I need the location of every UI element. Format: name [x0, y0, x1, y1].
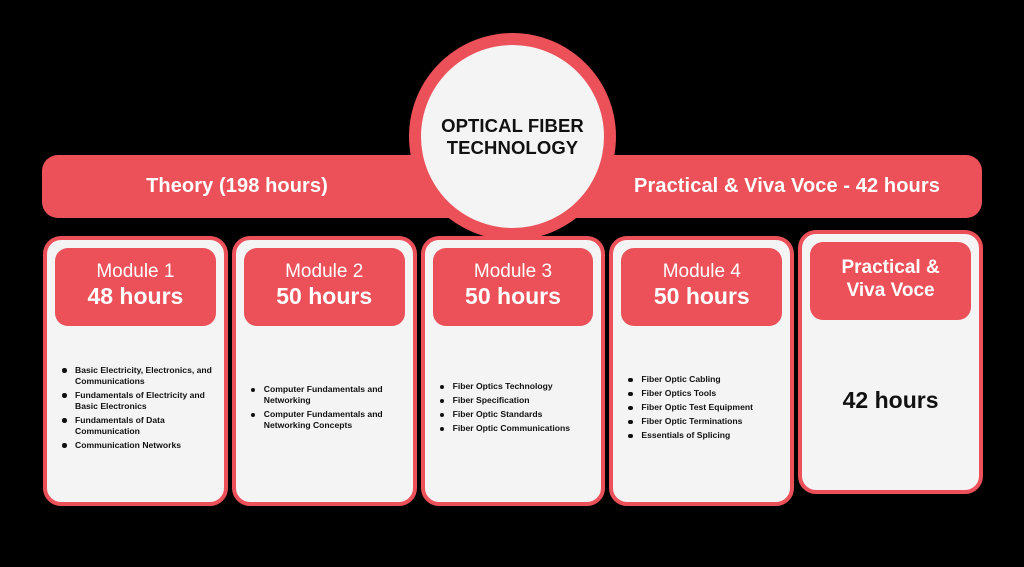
practical-viva-card-name-line1: Practical &: [841, 257, 940, 279]
list-item: Fundamentals of Electricity and Basic El…: [61, 390, 214, 412]
module-card-3-name: Module 3: [473, 261, 553, 283]
list-item: Fiber Specification: [439, 395, 592, 406]
module-card-3-hours: 50 hours: [465, 283, 561, 310]
central-topic-circle: OPTICAL FIBER TECHNOLOGY: [409, 33, 616, 240]
central-topic-title-line1: OPTICAL FIBER: [441, 114, 584, 136]
list-item: Fiber Optics Tools: [627, 388, 780, 399]
list-item: Fiber Optic Cabling: [627, 374, 780, 385]
list-item: Fiber Optic Standards: [439, 409, 592, 420]
central-topic-title: OPTICAL FIBER TECHNOLOGY: [431, 115, 594, 159]
list-item: Basic Electricity, Electronics, and Comm…: [61, 365, 214, 387]
list-item: Computer Fundamentals and Networking: [250, 384, 403, 406]
list-item: Fiber Optic Test Equipment: [627, 402, 780, 413]
module-card-4-header: Module 4 50 hours: [621, 248, 783, 326]
module-card-4-body: Fiber Optic Cabling Fiber Optics Tools F…: [621, 326, 782, 492]
list-item: Fiber Optic Communications: [439, 423, 592, 434]
module-card-1: Module 1 48 hours Basic Electricity, Ele…: [43, 236, 228, 506]
banner-practical-label: Practical & Viva Voce - 42 hours: [634, 175, 940, 197]
list-item: Fundamentals of Data Communication: [61, 415, 214, 437]
module-card-2-hours: 50 hours: [276, 283, 373, 310]
practical-viva-card-name-line2: Viva Voce: [846, 280, 935, 301]
list-item: Fiber Optic Terminations: [627, 416, 780, 427]
practical-viva-card: Practical & Viva Voce 42 hours: [798, 230, 983, 494]
module-card-4-hours: 50 hours: [653, 283, 750, 310]
module-card-4: Module 4 50 hours Fiber Optic Cabling Fi…: [609, 236, 795, 506]
module-card-3-topic-list: Fiber Optics Technology Fiber Specificat…: [435, 381, 592, 437]
practical-viva-card-header: Practical & Viva Voce: [810, 242, 971, 320]
module-card-3: Module 3 50 hours Fiber Optics Technolog…: [420, 236, 606, 506]
list-item: Communication Networks: [61, 440, 214, 451]
module-card-3-body: Fiber Optics Technology Fiber Specificat…: [433, 326, 594, 492]
module-card-3-header: Module 3 50 hours: [432, 248, 594, 326]
module-card-4-topic-list: Fiber Optic Cabling Fiber Optics Tools F…: [623, 374, 780, 444]
list-item: Fiber Optics Technology: [439, 381, 592, 392]
module-card-2-topic-list: Computer Fundamentals and Networking Com…: [246, 384, 403, 434]
module-card-1-header: Module 1 48 hours: [55, 248, 216, 326]
module-card-2-header: Module 2 50 hours: [243, 248, 405, 326]
module-card-2-body: Computer Fundamentals and Networking Com…: [244, 326, 405, 492]
practical-viva-hours: 42 hours: [842, 386, 939, 413]
module-card-1-topic-list: Basic Electricity, Electronics, and Comm…: [57, 365, 214, 454]
list-item: Computer Fundamentals and Networking Con…: [250, 409, 403, 431]
banner-theory-label: Theory (198 hours): [146, 175, 328, 197]
module-card-2: Module 2 50 hours Computer Fundamentals …: [231, 236, 417, 506]
module-card-1-hours: 48 hours: [87, 283, 184, 310]
practical-viva-card-body: 42 hours: [810, 320, 971, 480]
module-card-1-name: Module 1: [96, 261, 175, 283]
module-card-row: Module 1 48 hours Basic Electricity, Ele…: [43, 230, 983, 506]
list-item: Essentials of Splicing: [627, 430, 780, 441]
module-card-1-body: Basic Electricity, Electronics, and Comm…: [55, 326, 216, 492]
central-topic-circle-inner: OPTICAL FIBER TECHNOLOGY: [421, 45, 604, 228]
module-card-4-name: Module 4: [662, 261, 741, 283]
module-card-2-name: Module 2: [285, 261, 364, 283]
central-topic-title-line2: TECHNOLOGY: [446, 136, 579, 158]
